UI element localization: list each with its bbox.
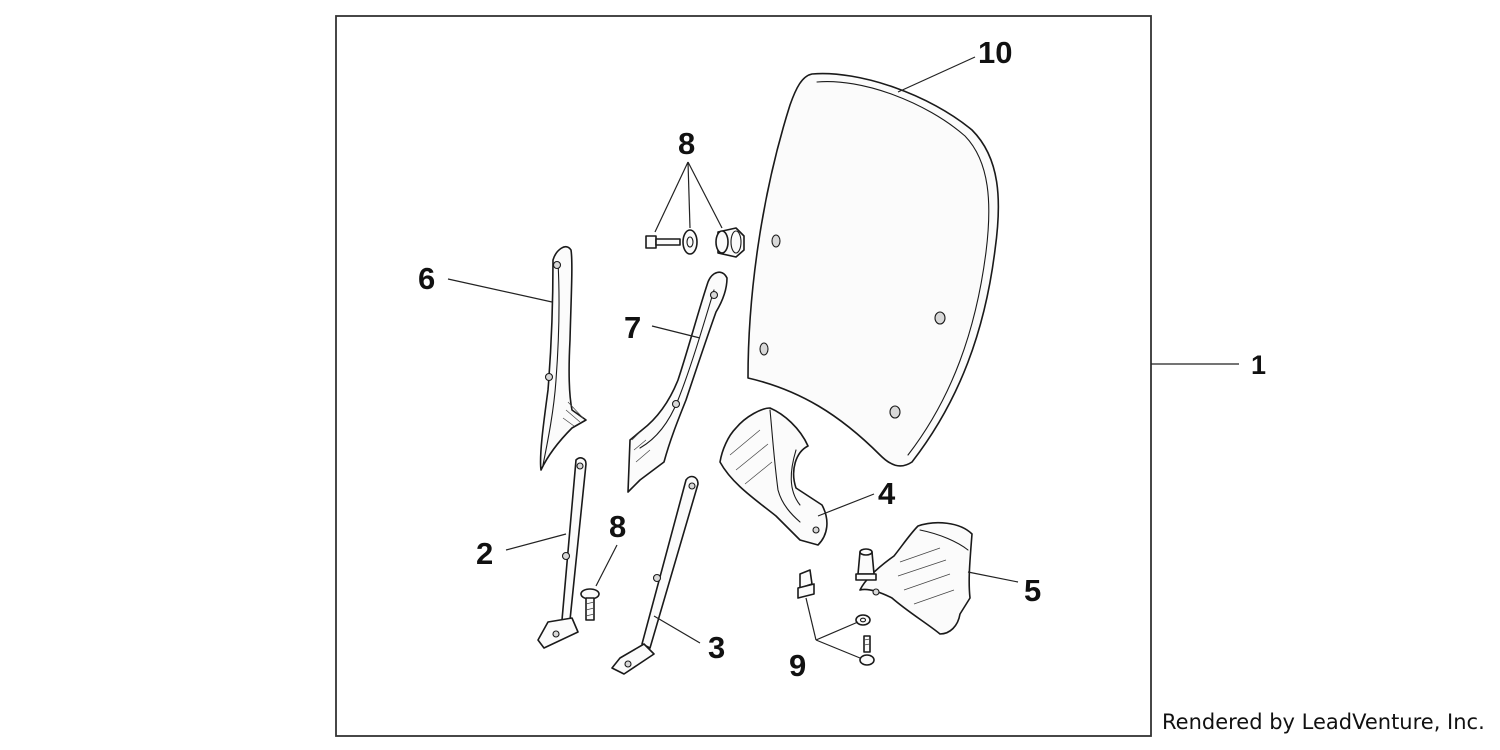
callout-7: 7: [624, 310, 641, 345]
callout-3: 3: [708, 630, 725, 665]
screw-part: [580, 588, 600, 621]
hardware-set-part: [797, 548, 877, 666]
callout-10: 10: [978, 35, 1012, 70]
right-cover-part: [627, 271, 728, 493]
right-deflector-part: [859, 521, 973, 635]
render-credit: Rendered by LeadVenture, Inc.: [1162, 710, 1485, 734]
callout-8-top: 8: [678, 126, 695, 161]
left-stay-part: [537, 457, 587, 649]
callout-9: 9: [789, 648, 806, 683]
grommet-set-part: [645, 227, 745, 258]
callout-4: 4: [878, 476, 896, 511]
leader-5: [967, 571, 1019, 583]
callout-2: 2: [476, 536, 493, 571]
leader-2: [505, 533, 567, 551]
right-stay-part: [611, 475, 699, 675]
windscreen-part: [747, 72, 1000, 467]
leader-8-bottom: [595, 544, 618, 587]
callout-labels: 1 10 8 6 7 2 8 3 4 5 9: [418, 35, 1266, 683]
leader-3: [653, 615, 701, 644]
callout-8-bottom: 8: [609, 509, 626, 544]
leader-7: [651, 325, 701, 339]
leader-9-a: [805, 597, 817, 641]
left-cover-part: [539, 245, 587, 471]
callout-6: 6: [418, 261, 435, 296]
left-deflector-part: [719, 407, 828, 546]
leader-6: [447, 278, 553, 303]
callout-5: 5: [1024, 573, 1041, 608]
leader-10: [897, 56, 976, 93]
leader-8-top-c: [687, 161, 723, 229]
leader-8-top-b: [687, 161, 691, 229]
leader-8-top-a: [654, 161, 689, 233]
leader-4: [817, 493, 875, 517]
leader-lines: [447, 56, 1239, 659]
kit-frame: [335, 15, 1152, 737]
leader-9-b: [815, 621, 859, 641]
callout-1: 1: [1251, 350, 1266, 380]
leader-9-c: [815, 639, 861, 659]
